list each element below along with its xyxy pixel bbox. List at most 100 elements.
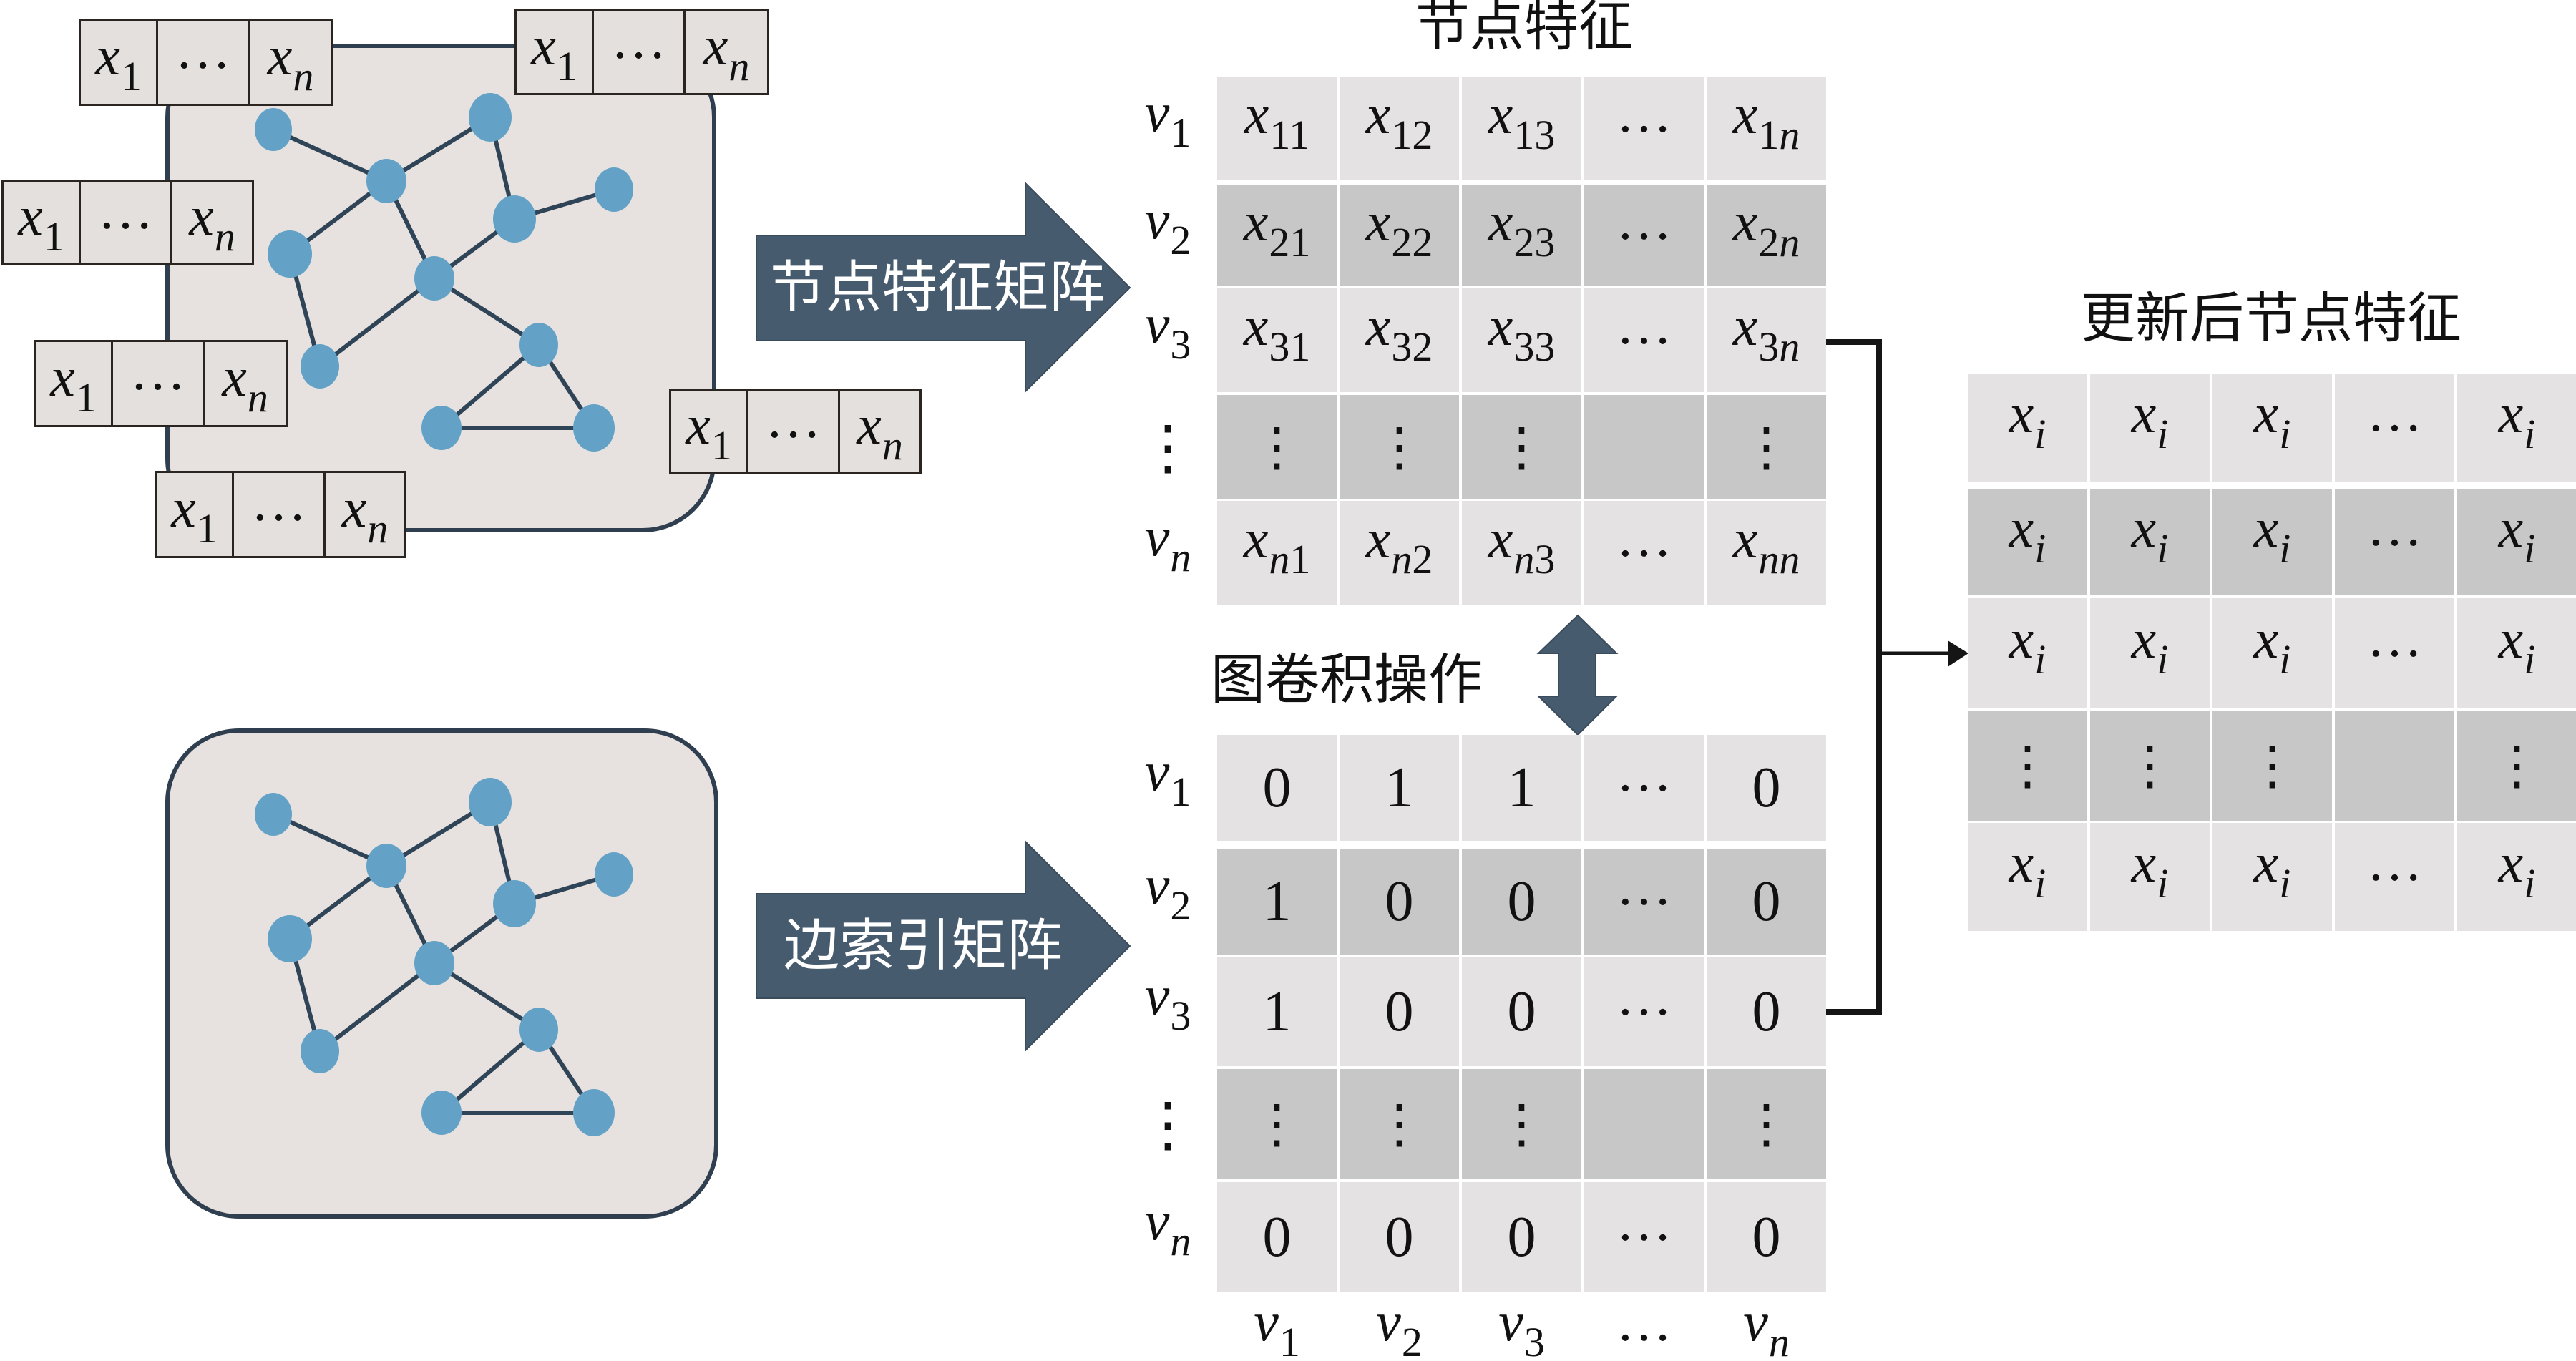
symbol-base: x	[2009, 607, 2034, 670]
vertical-ellipsis: ⋮	[1138, 1089, 1198, 1159]
math-symbol: xi	[2499, 500, 2536, 570]
subscript-char: 1	[1391, 111, 1413, 158]
symbol-base: x	[341, 477, 367, 539]
symbol-subscript: i	[2524, 525, 2535, 572]
subscript-char: i	[2524, 635, 2536, 683]
matrix-cell: xn2	[1340, 501, 1459, 605]
feature-vector-cell: xn	[326, 473, 404, 556]
feature-vector-box: x1…xn	[1, 180, 254, 265]
math-symbol: x1	[50, 349, 97, 419]
cell-value: 0	[1507, 1206, 1536, 1269]
vertical-ellipsis: ⋮	[1495, 1093, 1548, 1155]
horizontal-ellipsis: …	[610, 7, 667, 70]
math-symbol: xi	[2499, 385, 2536, 454]
matrix-cell: 0	[1462, 1182, 1581, 1292]
subscript-char: 1	[556, 42, 577, 89]
graph-edge	[318, 961, 436, 1053]
math-symbol: v2	[1144, 854, 1191, 927]
matrix-row: ⋮⋮⋮⋮	[1968, 711, 2576, 821]
symbol-subscript: n	[882, 422, 903, 469]
cell-value: 1	[1385, 756, 1414, 819]
matrix-cell: …	[1584, 735, 1704, 841]
cell-value: 0	[1385, 870, 1414, 933]
math-symbol: xn1	[1244, 511, 1311, 580]
subscript-char: 3	[1513, 323, 1535, 370]
math-symbol: v1	[1254, 1294, 1300, 1361]
subscript-char: n	[1758, 536, 1780, 582]
graph-node	[573, 404, 615, 452]
matrix-cell: xnn	[1707, 501, 1826, 605]
matrix-cell: x3n	[1707, 288, 1826, 392]
subscript-char: n	[214, 213, 235, 260]
symbol-subscript: 3	[1524, 1319, 1545, 1361]
vertical-ellipsis: ⋮	[2490, 735, 2544, 796]
graph-node	[573, 1089, 615, 1136]
vertical-ellipsis: ⋮	[1138, 411, 1198, 482]
symbol-base: x	[1488, 190, 1513, 253]
matrix-cell: xi	[1968, 823, 2087, 931]
subscript-char: 3	[1534, 218, 1556, 265]
math-symbol: xn	[703, 17, 750, 87]
subscript-char: i	[2034, 410, 2046, 457]
math-symbol: x2n	[1733, 193, 1800, 263]
matrix-cell: xi	[1968, 489, 2087, 595]
horizontal-ellipsis: …	[1616, 1190, 1672, 1252]
subscript-char: 1	[1289, 323, 1311, 370]
matrix-cell: xi	[2212, 598, 2332, 708]
graph-node	[519, 1008, 558, 1052]
symbol-base: x	[1365, 294, 1391, 357]
feature-vector-cell: …	[113, 342, 205, 425]
math-symbol: xi	[2009, 607, 2046, 680]
matrix-cell	[1584, 1069, 1704, 1179]
subscript-char: 2	[1391, 218, 1413, 265]
symbol-base: x	[1732, 507, 1758, 570]
matrix-cell: ⋮	[2090, 711, 2210, 821]
graph-node	[255, 108, 292, 151]
subscript-char: 3	[1170, 992, 1191, 1039]
symbol-subscript: 31	[1269, 323, 1310, 370]
math-symbol: v1	[1145, 84, 1191, 153]
subscript-char: 2	[1758, 218, 1780, 265]
symbol-base: x	[2498, 381, 2524, 444]
matrix-cell: x11	[1217, 77, 1337, 180]
matrix-cell: x1n	[1707, 77, 1826, 180]
matrix-cell: ⋮	[1217, 1069, 1337, 1179]
math-symbol: xi	[2132, 610, 2169, 680]
math-symbol: v2	[1145, 191, 1191, 260]
math-symbol: x1	[686, 397, 732, 467]
symbol-base: v	[1144, 854, 1170, 916]
row-label: v1	[1132, 77, 1204, 180]
matrix-cell: x33	[1462, 288, 1581, 392]
subscript-char: i	[2034, 635, 2046, 683]
matrix-cell: xi	[2457, 598, 2576, 708]
cell-value: 0	[1262, 1206, 1292, 1269]
feature-vector-cell: x1	[4, 182, 81, 263]
vertical-ellipsis: ⋮	[2245, 735, 2299, 796]
matrix-cell: xn1	[1217, 501, 1337, 605]
matrix-cell: …	[1584, 501, 1704, 605]
symbol-subscript: n	[367, 505, 388, 552]
subscript-char: i	[2524, 525, 2536, 572]
symbol-base: x	[1365, 82, 1391, 145]
matrix-cell: xi	[1968, 598, 2087, 708]
symbol-subscript: n2	[1391, 536, 1433, 582]
symbol-subscript: 1	[1170, 109, 1191, 156]
math-symbol: v3	[1145, 296, 1191, 365]
symbol-subscript: 2	[1402, 1319, 1423, 1361]
subscript-char: 2	[1170, 882, 1191, 929]
row-label: vn	[1132, 1182, 1204, 1292]
subscript-char: 3	[1534, 323, 1556, 370]
symbol-base: x	[1488, 507, 1513, 570]
matrix-cell: 0	[1340, 1182, 1459, 1292]
graph-node	[414, 256, 454, 301]
matrix-cell: ⋮	[1217, 395, 1337, 499]
matrix-cell: 0	[1462, 957, 1581, 1066]
feature-vector-cell: …	[81, 182, 172, 263]
subscript-char: 1	[711, 422, 732, 469]
subscript-char: i	[2157, 525, 2169, 572]
matrix-cell: …	[1584, 957, 1704, 1066]
